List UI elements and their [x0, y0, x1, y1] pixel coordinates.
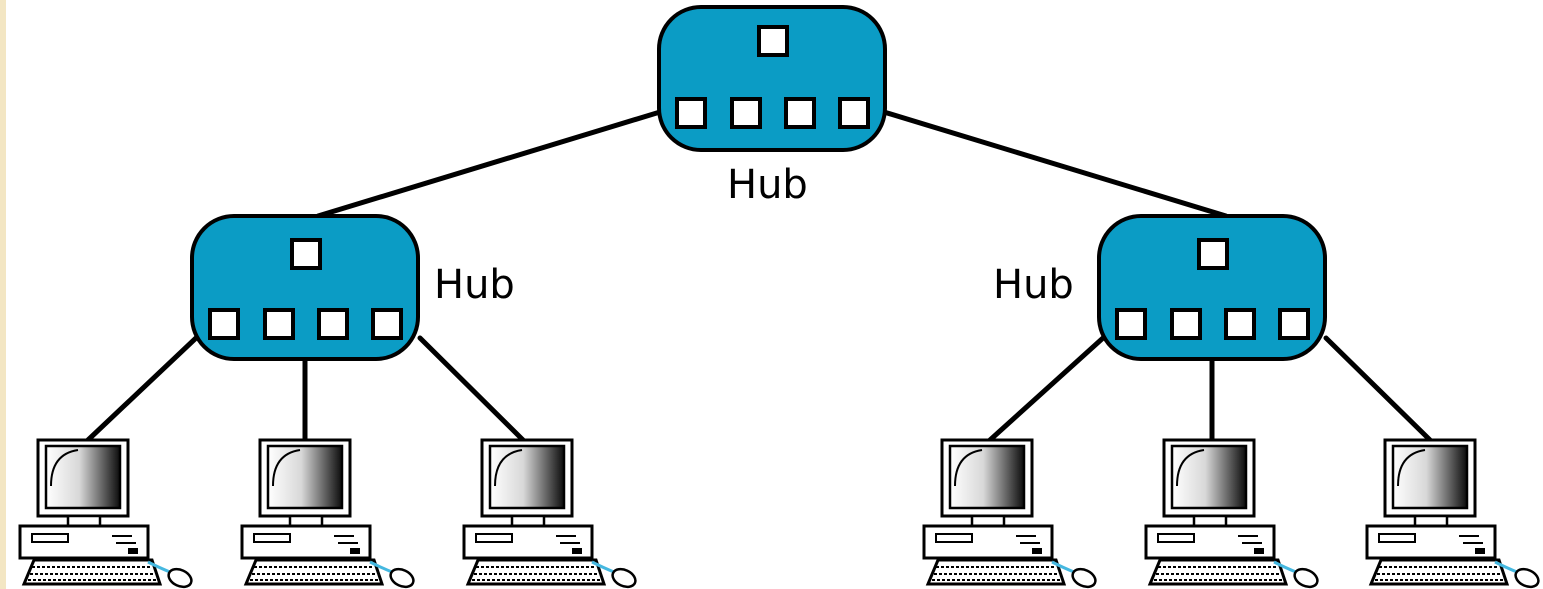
- port-2: [730, 97, 762, 129]
- link-right-hub-to-pc-1: [987, 335, 1106, 443]
- port-1: [208, 308, 240, 340]
- hub-left: [190, 214, 420, 361]
- uplink-port: [1197, 238, 1229, 270]
- left-hub-label: Hub: [434, 262, 515, 308]
- computer-icon: [1144, 438, 1319, 589]
- right-hub-label: Hub: [993, 262, 1074, 308]
- port-3: [317, 308, 349, 340]
- computer-left-3: [462, 438, 637, 589]
- port-1: [1115, 308, 1147, 340]
- computer-left-1: [18, 438, 193, 589]
- port-4: [1278, 308, 1310, 340]
- hub-body: [1097, 214, 1327, 361]
- port-2: [263, 308, 295, 340]
- computer-icon: [462, 438, 637, 589]
- link-top-to-left-hub: [315, 109, 663, 219]
- port-3: [1224, 308, 1256, 340]
- hub-body: [657, 5, 887, 152]
- link-top-to-right-hub: [881, 109, 1229, 219]
- port-3: [784, 97, 816, 129]
- computer-right-2: [1144, 438, 1319, 589]
- computer-right-3: [1365, 438, 1540, 589]
- hub-top: [657, 5, 887, 152]
- computer-icon: [240, 438, 415, 589]
- link-right-hub-to-pc-3: [1323, 335, 1433, 443]
- uplink-port: [757, 25, 789, 57]
- connection-lines: [85, 109, 1433, 443]
- port-2: [1170, 308, 1202, 340]
- hub-body: [190, 214, 420, 361]
- port-1: [675, 97, 707, 129]
- port-4: [371, 308, 403, 340]
- computer-icon: [18, 438, 193, 589]
- computer-icon: [922, 438, 1097, 589]
- left-edge-strip: [0, 0, 6, 589]
- port-4: [838, 97, 870, 129]
- hub-right: [1097, 214, 1327, 361]
- link-left-hub-to-pc-3: [417, 335, 526, 443]
- top-hub-label: Hub: [727, 162, 808, 208]
- uplink-port: [290, 238, 322, 270]
- link-left-hub-to-pc-1: [85, 335, 199, 443]
- computer-left-2: [240, 438, 415, 589]
- computer-icon: [1365, 438, 1540, 589]
- computer-right-1: [922, 438, 1097, 589]
